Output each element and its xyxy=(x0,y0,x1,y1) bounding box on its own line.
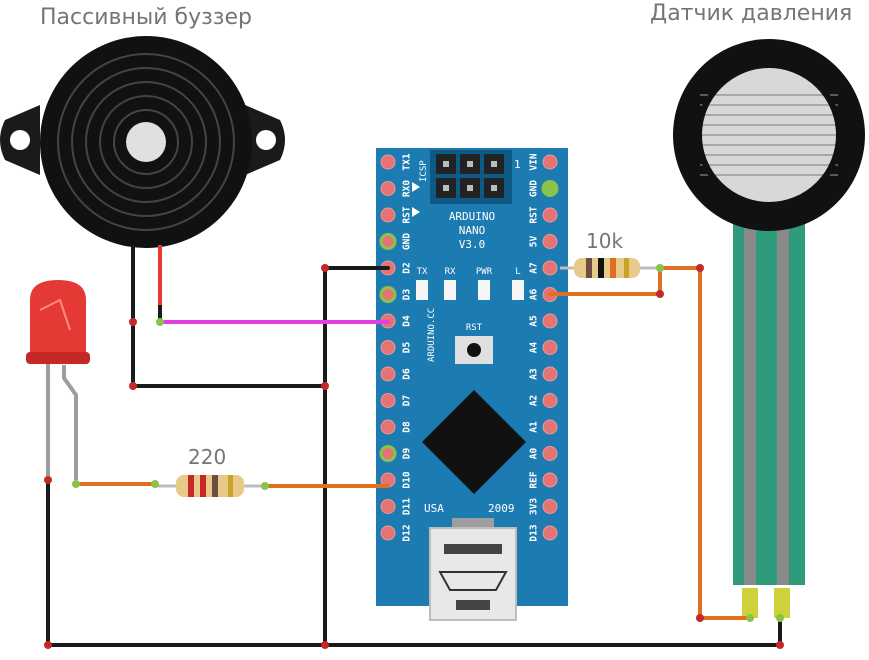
pin-label-r-5v: 5V xyxy=(529,236,540,248)
led-label-tx: TX xyxy=(417,267,428,277)
pin-l-tx1[interactable] xyxy=(380,154,396,170)
pin-r-gnd[interactable] xyxy=(541,180,559,197)
year-label: 2009 xyxy=(488,502,515,515)
pin-label-l-d8: D8 xyxy=(402,421,413,433)
resistor-10k-label: 10k xyxy=(586,229,623,253)
usa-label: USA xyxy=(424,502,444,515)
pin-r-a2[interactable] xyxy=(542,393,558,408)
pin-label-l-rx0: RX0 xyxy=(402,180,413,197)
pin-label-r-a4: A4 xyxy=(529,342,540,354)
arduino-nano-board: ICSP 1 ARDUINO NANO V3.0 TX RX PWR L ARD… xyxy=(376,148,568,621)
website-label: ARDUINO.CC xyxy=(427,308,437,362)
pin-label-r-a5: A5 xyxy=(529,315,540,327)
pin-r-vin[interactable] xyxy=(542,154,558,170)
pin-label-l-d9: D9 xyxy=(402,448,413,460)
icsp-label: ICSP xyxy=(419,160,429,182)
status-leds: TX RX PWR L xyxy=(416,267,524,300)
buzzer-title: Пассивный буззер xyxy=(40,5,252,30)
pin-l-d6[interactable] xyxy=(380,366,396,382)
wire-5v-sensor xyxy=(658,266,752,620)
pin-r-a4[interactable] xyxy=(542,340,558,355)
pin-l-d3[interactable] xyxy=(379,286,397,303)
wires xyxy=(44,264,784,649)
pin-r-5v[interactable] xyxy=(542,234,558,249)
pin-label-l-d2: D2 xyxy=(402,262,413,273)
pin-l-d12[interactable] xyxy=(380,525,396,541)
pin-label-r-a3: A3 xyxy=(529,368,540,380)
led-label-l: L xyxy=(515,267,520,277)
usb-connector xyxy=(429,518,517,621)
pin-label-l-d10: D10 xyxy=(402,471,413,488)
pin-label-l-d5: D5 xyxy=(402,342,413,354)
pin-r-a3[interactable] xyxy=(542,366,558,382)
pin-l-rst[interactable] xyxy=(380,207,396,223)
red-led xyxy=(26,280,90,480)
pin-label-r-a0: A0 xyxy=(529,448,540,460)
icsp-pin1-label: 1 xyxy=(514,158,521,171)
pin-label-r-d13: D13 xyxy=(529,524,540,541)
board-name-line1: ARDUINO xyxy=(449,210,495,223)
pin-r-ref[interactable] xyxy=(542,472,558,488)
pin-label-l-d3: D3 xyxy=(402,289,413,301)
pin-label-l-d6: D6 xyxy=(402,368,413,380)
pin-r-a1[interactable] xyxy=(542,419,558,435)
pin-label-r-3v3: 3V3 xyxy=(529,498,540,515)
pin-label-r-a6: A6 xyxy=(529,289,540,301)
pin-l-rx0[interactable] xyxy=(380,181,396,196)
resistor-220-label: 220 xyxy=(188,445,226,469)
pin-label-r-a1: A1 xyxy=(529,421,540,433)
pin-l-gnd[interactable] xyxy=(379,233,397,250)
pin-l-d8[interactable] xyxy=(380,419,396,435)
pin-label-r-ref: REF xyxy=(529,471,540,488)
pin-r-a5[interactable] xyxy=(542,313,558,329)
board-name-line3: V3.0 xyxy=(459,238,486,251)
pin-label-r-gnd: GND xyxy=(529,180,540,197)
pin-label-l-d12: D12 xyxy=(402,524,413,541)
pin-label-r-a7: A7 xyxy=(529,262,540,273)
pin-label-r-a2: A2 xyxy=(529,395,540,406)
pin-l-d9[interactable] xyxy=(379,445,397,462)
reset-button-label: RST xyxy=(466,323,483,333)
board-name-line2: NANO xyxy=(459,224,486,237)
pin-l-d7[interactable] xyxy=(380,393,396,408)
pin-label-l-d11: D11 xyxy=(402,498,413,515)
pin-label-l-tx1: TX1 xyxy=(402,153,413,170)
pin-label-l-rst: RST xyxy=(402,206,413,223)
pin-label-r-rst: RST xyxy=(529,206,540,223)
pin-r-d13[interactable] xyxy=(542,525,558,541)
pin-label-l-d4: D4 xyxy=(402,315,413,327)
wire-buzzer-gnd xyxy=(131,320,327,388)
resistor-220: 220 xyxy=(155,445,265,497)
sensor-title: Датчик давления xyxy=(650,1,852,26)
pin-l-d11[interactable] xyxy=(380,499,396,514)
microcontroller-chip xyxy=(422,390,526,494)
pin-l-d5[interactable] xyxy=(380,340,396,355)
pin-label-l-d7: D7 xyxy=(402,395,413,406)
led-label-rx: RX xyxy=(445,267,456,277)
pin-r-a0[interactable] xyxy=(542,446,558,461)
pin-label-r-vin: VIN xyxy=(529,153,540,170)
pin-label-l-gnd: GND xyxy=(402,233,413,250)
led-label-pwr: PWR xyxy=(476,267,493,277)
pin-r-3v3[interactable] xyxy=(542,499,558,514)
resistor-10k: 10k xyxy=(560,229,660,278)
wire-gnd-bus-bottom xyxy=(46,478,782,647)
pressure-sensor xyxy=(673,39,865,618)
pin-r-a7[interactable] xyxy=(542,260,558,276)
passive-buzzer xyxy=(0,36,285,322)
pin-r-rst[interactable] xyxy=(542,207,558,223)
